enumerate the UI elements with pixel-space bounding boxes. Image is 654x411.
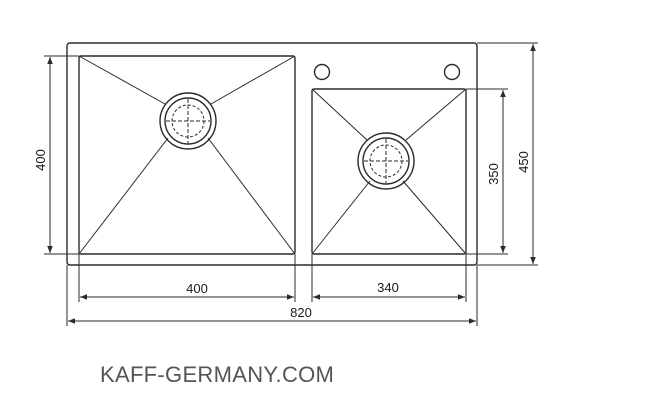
dim-label-total-width: 820 <box>290 305 312 320</box>
dim-label-total-height: 450 <box>516 151 531 173</box>
dim-label-right-width: 340 <box>377 280 399 295</box>
extension-lines <box>44 42 538 326</box>
right-bowl <box>311 88 467 255</box>
sink-outline <box>66 42 478 266</box>
left-drain <box>159 92 217 150</box>
dim-label-left-height: 400 <box>33 149 48 171</box>
right-drain <box>357 132 415 190</box>
tap-hole-right <box>443 63 461 81</box>
dim-label-left-width: 400 <box>186 281 208 296</box>
dim-label-right-height: 350 <box>486 163 501 185</box>
tap-hole-left <box>313 63 331 81</box>
left-bowl <box>78 55 296 255</box>
brand-watermark: KAFF-GERMANY.COM <box>100 362 335 387</box>
